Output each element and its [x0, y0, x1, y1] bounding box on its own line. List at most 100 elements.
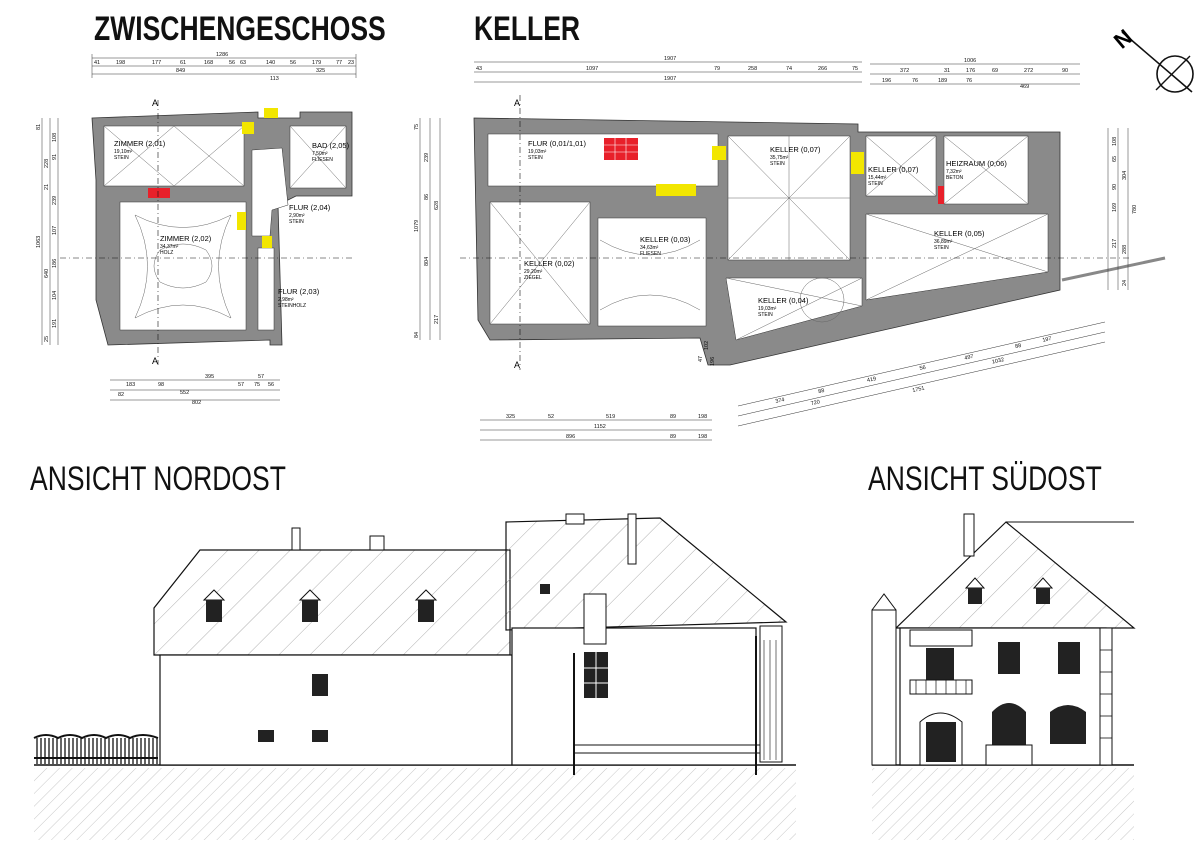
- room-floor-heizraum-006: BETON: [946, 175, 964, 181]
- dim-zw-top-12: 23: [348, 60, 354, 66]
- dim-ke-br-5: 497: [964, 354, 974, 362]
- dim-zw-left-2: 108: [52, 133, 58, 142]
- dim-ke-bottom-row3-3: 198: [698, 434, 707, 440]
- dim-ke-tr-1: 372: [900, 68, 909, 74]
- dim-ke-br-2: 88: [818, 388, 825, 395]
- dim-ke-right-4: 90: [1112, 184, 1118, 190]
- dim-zw-bottom-7: 56: [268, 382, 274, 388]
- room-flur-203: [257, 247, 275, 331]
- dim-ke-br-1: 374: [775, 397, 785, 405]
- dim-zw-top-row2-2: 113: [270, 76, 279, 82]
- dim-zw-top-total: 1286: [216, 52, 228, 58]
- room-area-keller-007a: 35,75m²: [770, 155, 789, 161]
- room-zimmer-202: [119, 201, 247, 331]
- dim-ke-left-2: 239: [424, 153, 430, 162]
- room-area-keller-007b: 15,44m²: [868, 175, 887, 181]
- dim-ke-tr-total: 1006: [964, 58, 976, 64]
- dim-ke-tr-row2-2: 76: [912, 78, 918, 84]
- room-label-keller-007a: KELLER (0,07): [770, 145, 821, 154]
- dim-ke-top-3: 79: [714, 66, 720, 72]
- room-floor-zimmer-202: HOLZ: [160, 250, 173, 256]
- dim-ke-tr-3: 176: [966, 68, 975, 74]
- dim-ke-br-row2-1: 720: [810, 399, 820, 407]
- dim-zw-top-3: 177: [152, 60, 161, 66]
- dim-ke-top-6: 266: [818, 66, 827, 72]
- dim-zw-top-11: 77: [336, 60, 342, 66]
- room-floor-bad-205: FLIESEN: [312, 157, 333, 163]
- room-floor-keller-005: STEIN: [934, 245, 949, 251]
- title-zwischengeschoss: ZWISCHENGESCHOSS: [94, 10, 386, 48]
- room-floor-keller-007a: STEIN: [770, 161, 785, 167]
- room-area-bad-205: 7,50m²: [312, 151, 328, 157]
- dim-ke-top-total-a: 1907: [664, 56, 676, 62]
- section-mark-keller-bottom: A: [514, 360, 520, 370]
- dim-ke-left-5: 804: [424, 257, 430, 266]
- dim-ke-right-5: 780: [1132, 205, 1138, 214]
- dim-ke-br-7: 197: [1042, 336, 1052, 344]
- dim-ke-tr-row2-1: 196: [882, 78, 891, 84]
- dim-ke-tr-2: 31: [944, 68, 950, 74]
- dim-ke-left-1: 75: [414, 124, 420, 130]
- dim-ke-br-row3-1: 1751: [912, 386, 925, 395]
- dim-ke-tr-row2-3: 189: [938, 78, 947, 84]
- room-keller-003: [597, 217, 707, 327]
- dim-ke-right-7: 217: [1112, 239, 1118, 248]
- dim-zw-top-row2-1: 849: [176, 68, 185, 74]
- room-area-zimmer-202: 34,37m²: [160, 244, 179, 250]
- dim-zw-top-5: 168: [204, 60, 213, 66]
- room-area-keller-005: 36,89m²: [934, 239, 953, 245]
- dim-ke-bottom-2: 52: [548, 414, 554, 420]
- room-floor-zimmer-201: STEIN: [114, 155, 129, 161]
- north-arrow-icon: N: [1109, 24, 1194, 93]
- dim-ke-top-7: 75: [852, 66, 858, 72]
- room-area-flur-203: 2,98m²: [278, 297, 294, 303]
- dim-ke-mid-1: 102: [704, 341, 710, 350]
- dim-ke-bottom-1: 325: [506, 414, 515, 420]
- title-keller: KELLER: [474, 10, 581, 48]
- dim-ke-left-3: 1079: [414, 220, 420, 232]
- room-area-keller-002: 29,20m²: [524, 269, 543, 275]
- room-zimmer-201: [103, 125, 245, 187]
- dim-ke-right-6: 169: [1112, 203, 1118, 212]
- dim-ke-left-8: 84: [414, 332, 420, 338]
- dim-ke-mid-3: 196: [710, 357, 716, 366]
- dim-zw-bottom-3: 395: [205, 374, 214, 380]
- dim-ke-tr-row2-4: 76: [966, 78, 972, 84]
- room-flur-001: [487, 133, 719, 187]
- dim-ke-left-4: 86: [424, 194, 430, 200]
- title-ansicht-suedost: ANSICHT SÜDOST: [868, 460, 1102, 498]
- dim-zw-bottom-1: 183: [126, 382, 135, 388]
- dim-ke-tr-row2-5: 469: [1020, 84, 1029, 90]
- elevation-nordost: [33, 513, 796, 840]
- dim-zw-top-4: 61: [180, 60, 186, 66]
- dim-ke-tr-5: 272: [1024, 68, 1033, 74]
- dim-ke-bottom-row3-1: 896: [566, 434, 575, 440]
- room-label-zimmer-202: ZIMMER (2,02): [160, 234, 212, 243]
- section-mark-keller-top: A: [514, 98, 520, 108]
- dim-zw-bottom-row2-2: 552: [180, 390, 189, 396]
- room-label-keller-005: KELLER (0,05): [934, 229, 985, 238]
- room-floor-keller-003: FLIESEN: [640, 251, 661, 257]
- section-mark-a-bottom: A: [152, 356, 158, 366]
- room-label-heizraum-006: HEIZRAUM (0,06): [946, 159, 1007, 168]
- room-label-bad-205: BAD (2,05): [312, 141, 350, 150]
- room-label-keller-003: KELLER (0,03): [640, 235, 691, 244]
- room-floor-flur-204: STEIN: [289, 219, 304, 225]
- room-area-keller-003: 34,63m²: [640, 245, 659, 251]
- dim-ke-left-7: 217: [434, 315, 440, 324]
- dim-ke-right-1: 108: [1112, 137, 1118, 146]
- dim-ke-right-8: 288: [1122, 245, 1128, 254]
- room-label-flur-203: FLUR (2,03): [278, 287, 320, 296]
- room-area-heizraum-006: 7,32m²: [946, 169, 962, 175]
- dim-zw-top-10: 179: [312, 60, 321, 66]
- dim-zw-left-1: 81: [36, 124, 42, 130]
- dim-zw-top-2: 198: [116, 60, 125, 66]
- dim-ke-bottom-3: 519: [606, 414, 615, 420]
- dim-zw-left-7: 107: [52, 226, 58, 235]
- dim-zw-top-8: 140: [266, 60, 275, 66]
- dim-zw-left-12: 191: [52, 319, 58, 328]
- dim-zw-bottom-row2-1: 82: [118, 392, 124, 398]
- title-ansicht-nordost: ANSICHT NORDOST: [30, 460, 286, 498]
- room-floor-flur-203: STEINHOLZ: [278, 303, 306, 309]
- dim-ke-bottom-row3-2: 89: [670, 434, 676, 440]
